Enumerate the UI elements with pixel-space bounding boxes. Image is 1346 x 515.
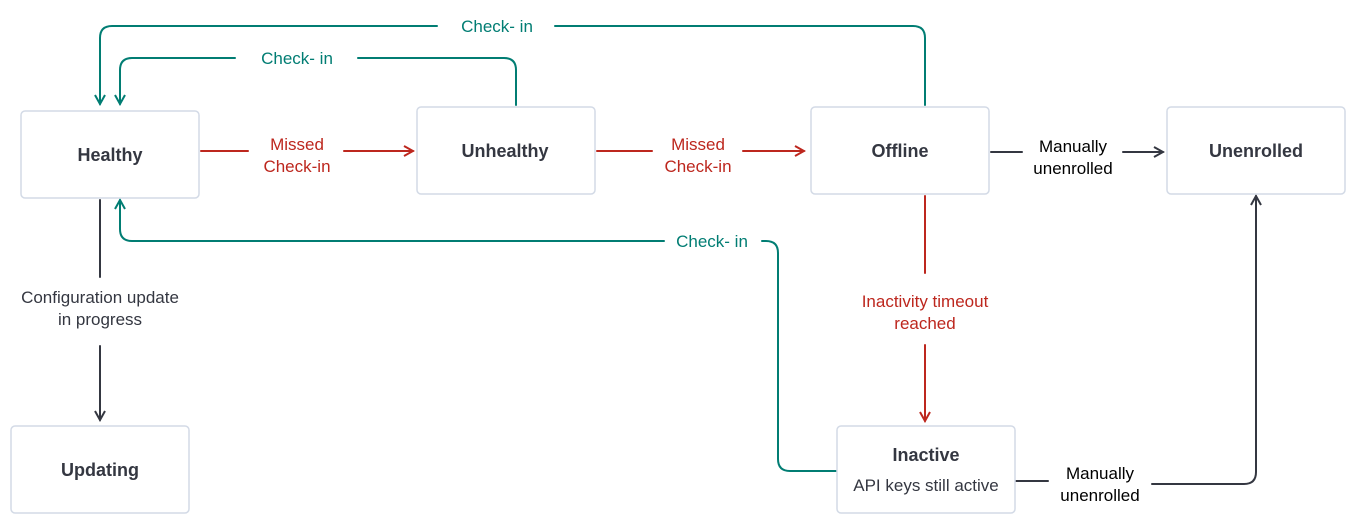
manual-label-2-line1: Manually (1066, 464, 1135, 483)
manual-label-1-line1: Manually (1039, 137, 1108, 156)
node-inactive: Inactive API keys still active (836, 425, 1016, 514)
node-inactive-sublabel: API keys still active (853, 476, 999, 495)
timeout-label-line1: Inactivity timeout (862, 292, 989, 311)
missed-label-2-line2: Check-in (664, 157, 731, 176)
config-label-line1: Configuration update (21, 288, 179, 307)
node-updating-label: Updating (61, 460, 139, 480)
node-unenrolled-label: Unenrolled (1209, 141, 1303, 161)
config-label-line2: in progress (58, 310, 142, 329)
manual-label-1-line2: unenrolled (1033, 159, 1112, 178)
checkin-label-outer: Check- in (461, 17, 533, 36)
missed-label-1-line2: Check-in (263, 157, 330, 176)
checkin-label-inner: Check- in (261, 49, 333, 68)
node-offline-label: Offline (872, 141, 929, 161)
node-unhealthy-label: Unhealthy (461, 141, 548, 161)
edge-offline-to-healthy-checkin (100, 25, 926, 105)
node-healthy-label: Healthy (77, 145, 142, 165)
node-unenrolled: Unenrolled (1166, 106, 1346, 195)
node-healthy: Healthy (20, 110, 200, 199)
node-unhealthy: Unhealthy (416, 106, 596, 195)
edge-inactive-to-unenrolled-manual-head (1151, 196, 1256, 485)
node-updating: Updating (10, 425, 190, 514)
node-offline: Offline (810, 106, 990, 195)
missed-label-1-line1: Missed (270, 135, 324, 154)
missed-label-2-line1: Missed (671, 135, 725, 154)
edge-inactive-to-healthy-checkin (120, 200, 837, 472)
manual-label-2-line2: unenrolled (1060, 486, 1139, 505)
edge-unhealthy-to-healthy-checkin (120, 57, 517, 105)
timeout-label-line2: reached (894, 314, 955, 333)
node-inactive-label: Inactive (892, 445, 959, 465)
checkin-label-inactive: Check- in (676, 232, 748, 251)
